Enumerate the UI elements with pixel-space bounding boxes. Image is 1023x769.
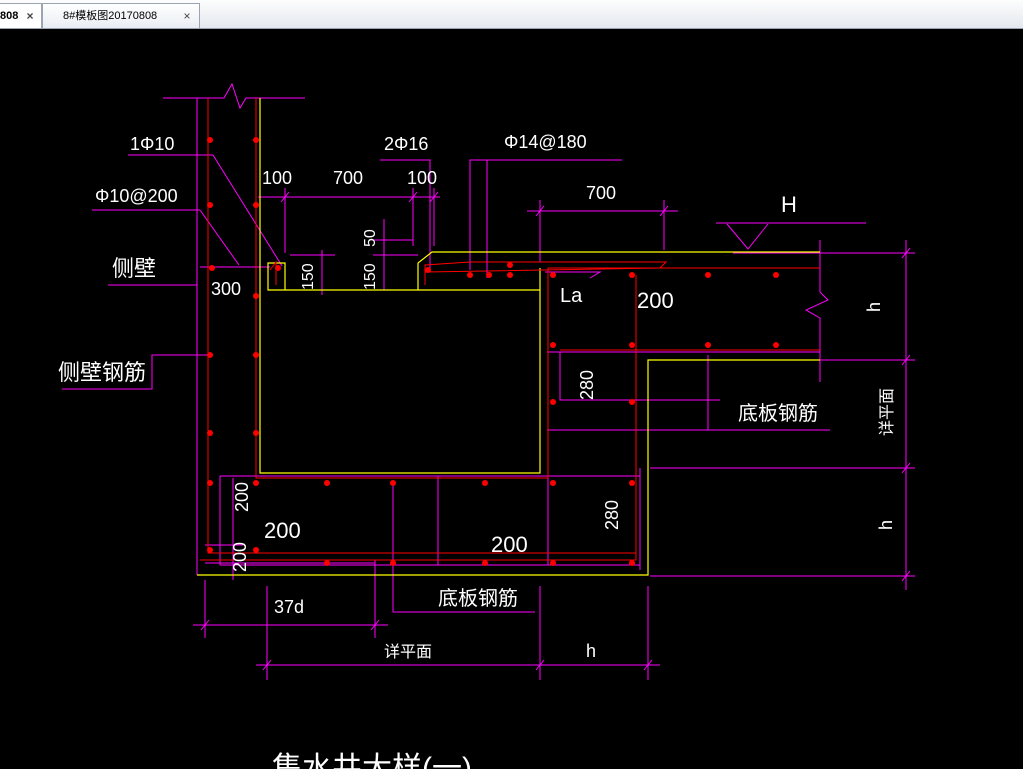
document-tab-bar: 808 × 8#模板图20170808 × [0, 0, 1023, 29]
rebar-dots [207, 137, 779, 566]
label-bottom-slab-rebar: 底板钢筋 [438, 587, 518, 610]
rebar-lines [200, 98, 820, 561]
label-side-wall-rebar: 侧壁钢筋 [58, 360, 146, 385]
drawing-title: 集水井大样(一) [272, 752, 472, 769]
dim-280-b: 280 [602, 500, 622, 530]
concrete-outline [197, 98, 820, 576]
dim-700-top: 700 [333, 168, 363, 188]
label-see-plan-right: 详平面 [878, 388, 896, 436]
dim-150-left: 150 [300, 263, 317, 290]
label-1phi10: 1Φ10 [130, 134, 174, 154]
dimension-lines [62, 82, 915, 680]
tab-label: 8#模板图20170808 [63, 10, 158, 22]
label-2phi16: 2Φ16 [384, 134, 428, 154]
close-icon[interactable]: × [26, 9, 34, 23]
tab-template-drawing[interactable]: 8#模板图20170808 × [42, 3, 200, 28]
dim-h-bottom: h [876, 520, 896, 530]
label-side-wall: 侧壁 [112, 256, 156, 281]
dim-200-d: 200 [491, 532, 528, 557]
dim-200-e: 200 [230, 542, 250, 572]
dim-100-right: 100 [407, 168, 437, 188]
dim-h-top: h [864, 302, 884, 312]
dim-200-a: 200 [637, 288, 674, 313]
label-see-plan-bottom: 详平面 [384, 643, 432, 661]
label-phi14-180: Φ14@180 [504, 132, 587, 152]
dim-100-left: 100 [262, 168, 292, 188]
dim-280-a: 280 [577, 370, 597, 400]
annotation-text: 1Φ10 Φ10@200 侧壁 侧壁钢筋 300 100 700 100 2Φ1… [58, 132, 896, 769]
dim-37d: 37d [274, 597, 304, 617]
dim-700-right: 700 [586, 183, 616, 203]
label-La: La [560, 285, 583, 307]
dim-h-bottom-right: h [586, 641, 596, 661]
label-phi10-200: Φ10@200 [95, 186, 178, 206]
dim-50: 50 [362, 229, 379, 247]
dim-200-b: 200 [232, 482, 252, 512]
label-elevation-H: H [781, 192, 797, 217]
label-bottom-slab-rebar-right: 底板钢筋 [738, 402, 818, 425]
dim-150-right: 150 [362, 263, 379, 290]
cad-drawing-canvas[interactable]: 1Φ10 Φ10@200 侧壁 侧壁钢筋 300 100 700 100 2Φ1… [0, 29, 1023, 769]
tab-previous-drawing[interactable]: 808 × [0, 3, 42, 28]
dim-300: 300 [211, 279, 241, 299]
tab-label: 808 [0, 10, 19, 22]
dim-200-c: 200 [264, 518, 301, 543]
close-icon[interactable]: × [183, 9, 191, 23]
